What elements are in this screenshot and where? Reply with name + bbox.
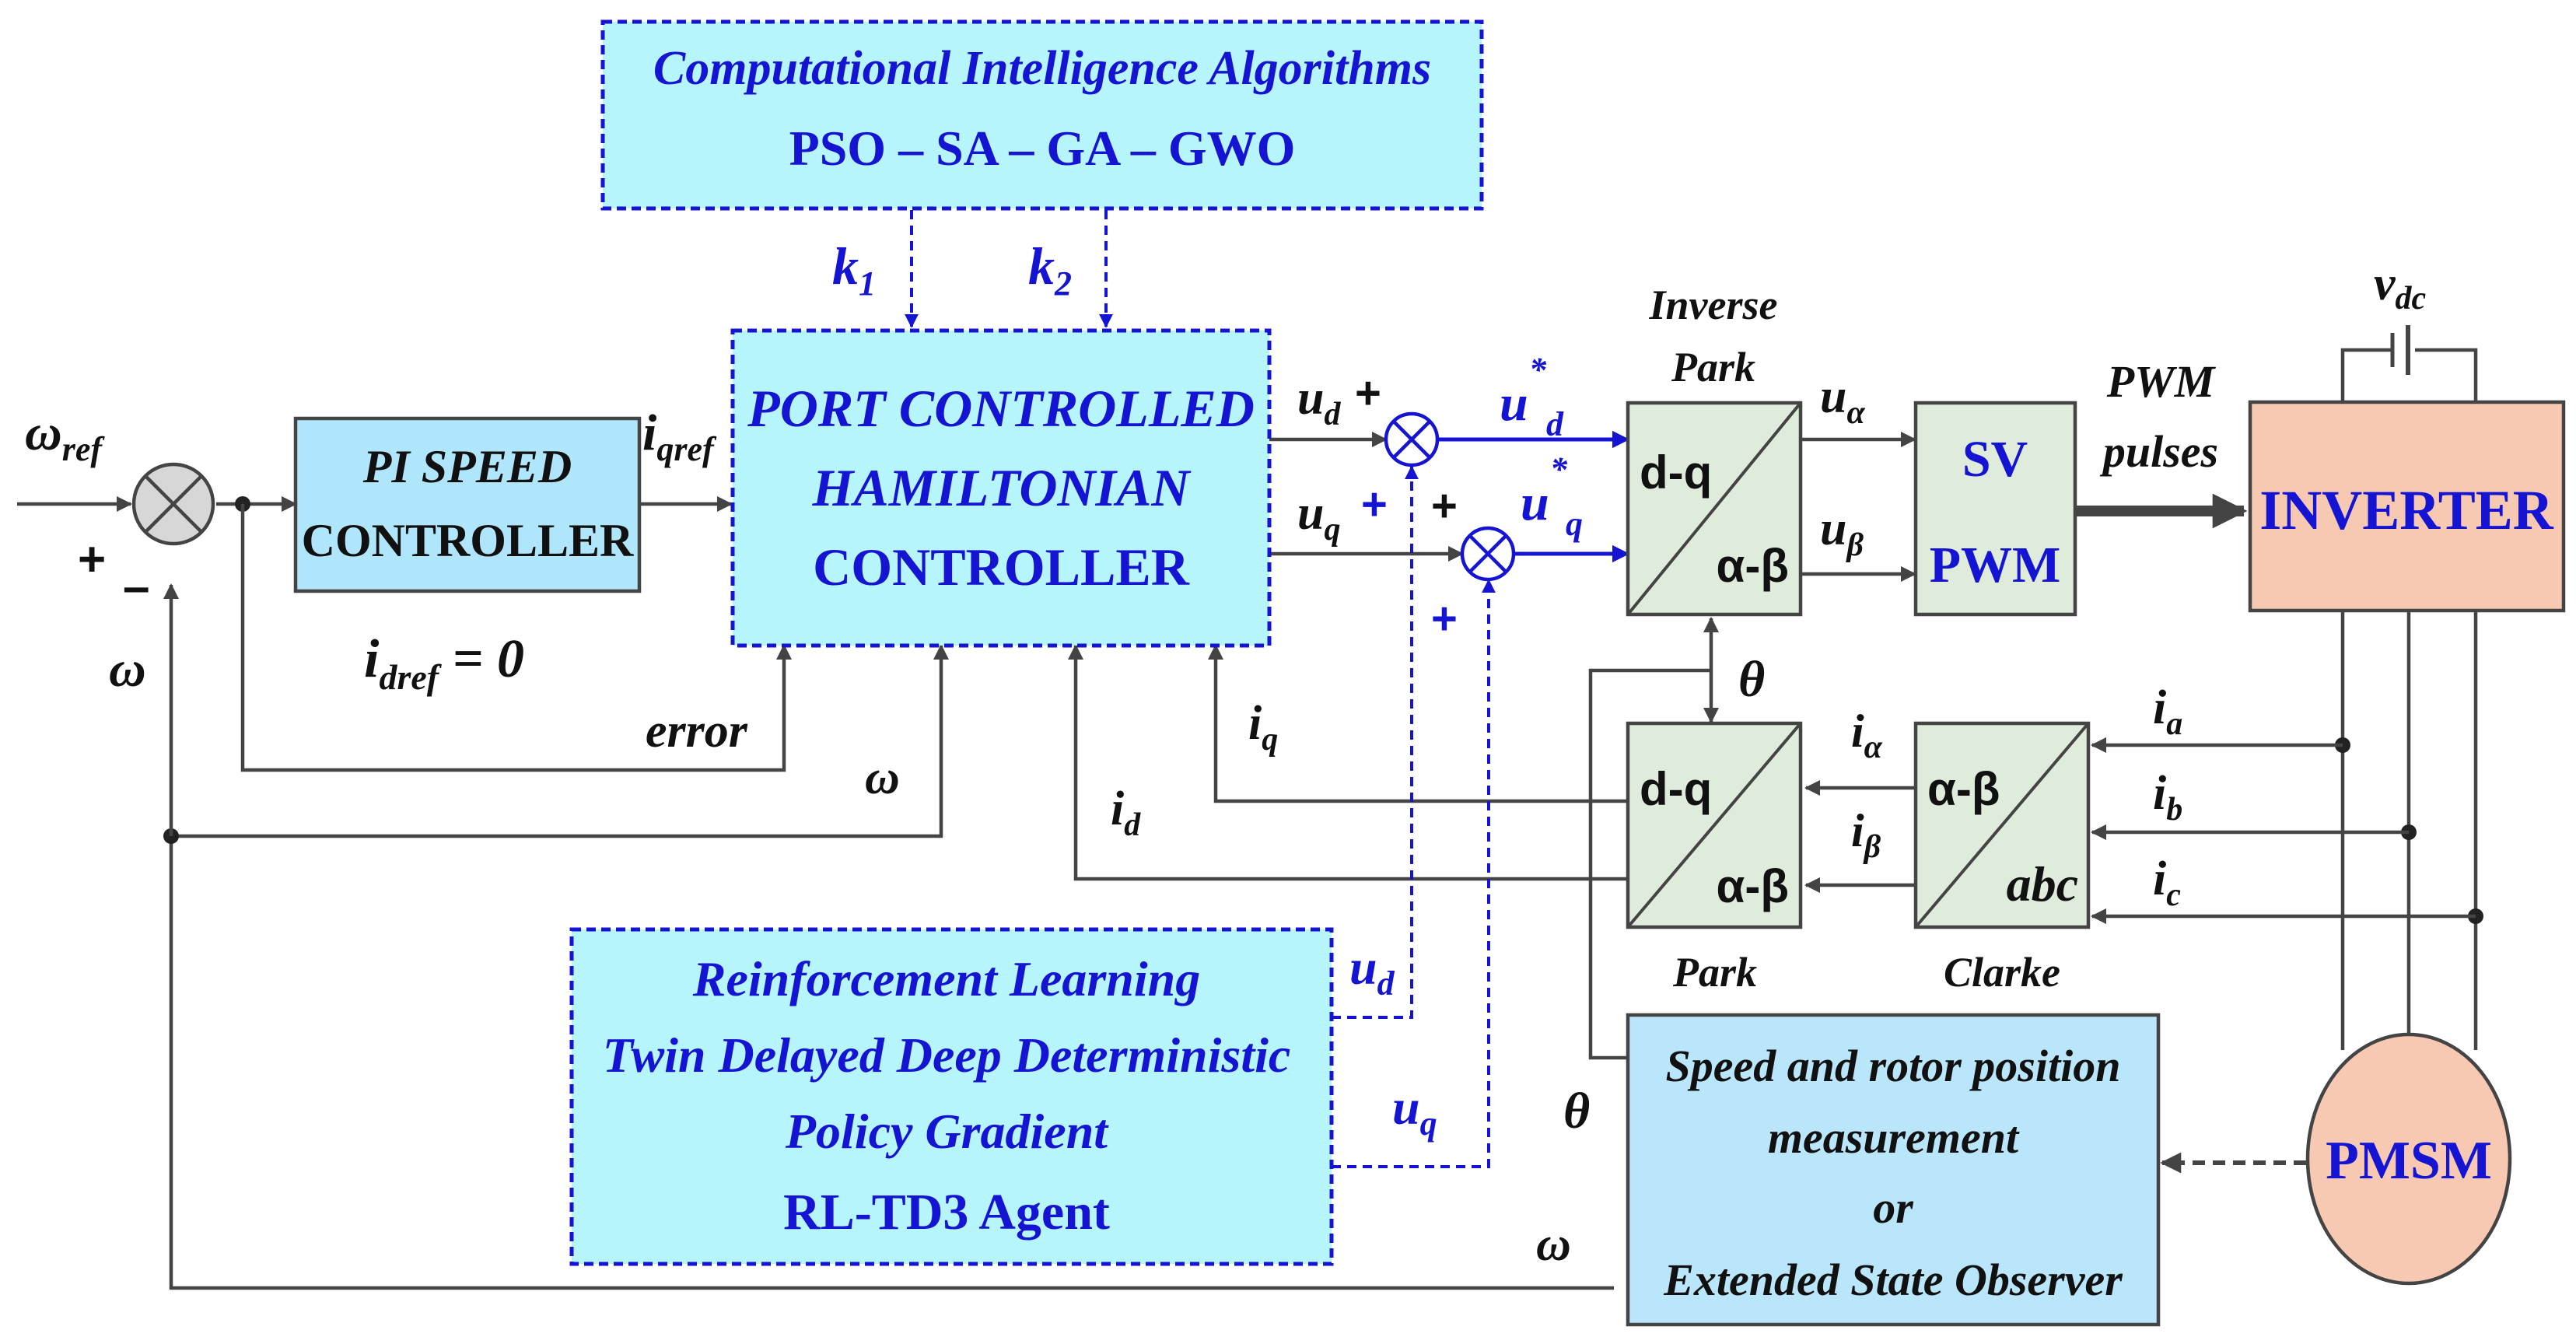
park-block: d-q α-β Park xyxy=(1626,721,1803,996)
ci-methods: PSO – SA – GA – GWO xyxy=(789,121,1296,176)
omega-left-label: ω xyxy=(109,641,146,698)
uq-star-label: u*q xyxy=(1521,450,1583,543)
i-beta-label: iβ xyxy=(1851,805,1881,865)
clarke-top: α-β xyxy=(1927,763,2000,815)
ib-label: ib xyxy=(2153,767,2182,828)
id-label: id xyxy=(1111,782,1141,843)
pch-controller-block: PORT CONTROLLED HAMILTONIAN CONTROLLER xyxy=(730,328,1272,648)
pmsm-motor: PMSM xyxy=(2305,1032,2512,1286)
pch-line3: CONTROLLER xyxy=(813,537,1190,597)
omega-bottom-label: ω xyxy=(1536,1218,1571,1271)
ud-star-label: u*d xyxy=(1500,351,1564,443)
inverse-park-block: Inverse Park d-q α-β xyxy=(1626,282,1803,617)
summing-junction-uq xyxy=(1460,526,1516,582)
pi-title: PI SPEED xyxy=(362,441,572,492)
sv-pwm-block: SV PWM xyxy=(1913,401,2077,617)
park-top: d-q xyxy=(1640,763,1712,815)
park-title: Park xyxy=(1672,949,1757,996)
svpwm-line1: SV xyxy=(1962,431,2028,488)
vdc-label: vdc xyxy=(2374,257,2427,317)
inverter-block: INVERTER xyxy=(2248,400,2566,613)
inverse-park-bottom: α-β xyxy=(1717,540,1790,592)
u-beta-label: uβ xyxy=(1820,502,1864,563)
theta-label-bottom: θ xyxy=(1563,1083,1590,1139)
error-label: error xyxy=(646,705,748,758)
plus-uq: + xyxy=(1431,481,1458,531)
uq-label: uq xyxy=(1297,487,1340,548)
inverse-park-title-2: Park xyxy=(1671,344,1755,390)
plus-ud: + xyxy=(1355,368,1381,418)
omega-ref-label: ωref xyxy=(25,404,105,468)
iq-label: iq xyxy=(1248,697,1278,758)
ci-algorithms-block: Computational Intelligence Algorithms PS… xyxy=(600,19,1484,211)
ia-label: ia xyxy=(2153,681,2182,742)
summing-junction-ud xyxy=(1384,411,1440,467)
observer-line3: or xyxy=(1873,1182,1913,1233)
pmsm-label: PMSM xyxy=(2326,1131,2492,1191)
inverse-park-top: d-q xyxy=(1640,446,1712,499)
rl-line4: RL-TD3 Agent xyxy=(783,1184,1110,1241)
observer-block: Speed and rotor position measurement or … xyxy=(1626,1013,2161,1327)
ud-label: ud xyxy=(1297,372,1341,432)
clarke-title: Clarke xyxy=(1944,949,2060,996)
rl-uq-label: uq xyxy=(1392,1080,1437,1143)
signal-wires xyxy=(17,210,2483,1290)
pi-speed-controller-block: PI SPEED CONTROLLER xyxy=(293,416,642,593)
observer-line1: Speed and rotor position xyxy=(1666,1041,2121,1091)
summing-junction-speed xyxy=(131,462,215,546)
omega-mid-label: ω xyxy=(865,751,900,804)
pi-subtitle: CONTROLLER xyxy=(302,515,634,566)
plus-rl-uq: + xyxy=(1431,593,1458,644)
pwm-pulses-line2: pulses xyxy=(2099,426,2218,477)
clarke-bottom: abc xyxy=(2007,856,2078,912)
i-alpha-label: iα xyxy=(1851,705,1883,765)
ic-label: ic xyxy=(2153,852,2181,913)
u-alpha-label: uα xyxy=(1820,370,1865,431)
k2-label: k2 xyxy=(1028,236,1072,303)
pch-line1: PORT CONTROLLED xyxy=(747,379,1255,438)
minus-speed: – xyxy=(123,560,149,614)
inverse-park-title-1: Inverse xyxy=(1649,282,1778,328)
idref-label: idref = 0 xyxy=(364,629,524,697)
plus-speed: + xyxy=(78,533,106,586)
signal-labels: ωref + – ω iqref idref = 0 error ω k1 k2… xyxy=(25,236,2427,1271)
park-bottom: α-β xyxy=(1717,860,1790,912)
rl-line3: Policy Gradient xyxy=(785,1104,1109,1159)
rl-ud-label: ud xyxy=(1349,940,1395,1003)
pwm-pulses-line1: PWM xyxy=(2106,356,2217,407)
observer-line2: measurement xyxy=(1768,1112,2020,1163)
ci-title: Computational Intelligence Algorithms xyxy=(653,42,1431,95)
plus-rl-ud: + xyxy=(1361,479,1388,530)
inverter-label: INVERTER xyxy=(2259,479,2554,541)
iqref-label: iqref xyxy=(642,404,717,468)
clarke-block: α-β abc Clarke xyxy=(1913,721,2091,996)
pch-line2: HAMILTONIAN xyxy=(812,458,1192,517)
rl-td3-agent-block: Reinforcement Learning Twin Delayed Deep… xyxy=(569,927,1334,1266)
rl-line1: Reinforcement Learning xyxy=(692,951,1200,1006)
rl-line2: Twin Delayed Deep Deterministic xyxy=(603,1027,1291,1083)
theta-label-top: θ xyxy=(1738,651,1765,708)
observer-line4: Extended State Observer xyxy=(1663,1255,2123,1305)
svpwm-line2: PWM xyxy=(1930,537,2061,593)
k1-label: k1 xyxy=(832,236,876,303)
